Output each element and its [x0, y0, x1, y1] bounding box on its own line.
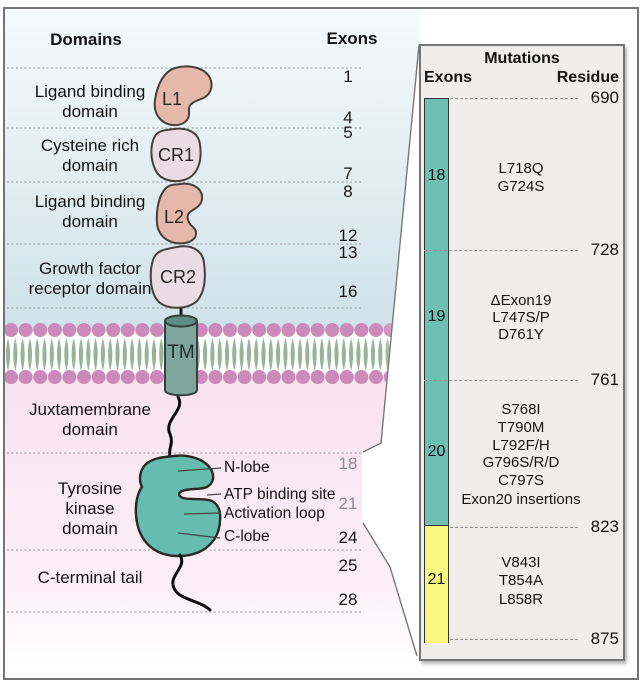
c-lobe-annotation: C-lobe — [224, 528, 270, 545]
cr1-label: CR1 — [157, 145, 194, 165]
residue-line-875 — [450, 639, 578, 640]
exon-number: 24 — [338, 528, 358, 547]
zoom-wedge-area — [362, 44, 420, 657]
exon-number: 25 — [338, 556, 358, 575]
residue-value: 875 — [590, 629, 619, 648]
residue-line-690 — [450, 98, 578, 99]
mutation-item: C797S — [498, 472, 544, 489]
l2-label: L2 — [163, 207, 185, 227]
l1-label: L1 — [161, 89, 183, 109]
label-growth-factor-receptor: Growth factor receptor domain — [28, 259, 152, 298]
zoom-wedge-lines — [362, 44, 420, 657]
exon-bar — [424, 98, 449, 643]
exon-number: 12 — [338, 226, 358, 245]
mutations-panel-title: Mutations — [484, 50, 560, 67]
mutation-item: T790M — [497, 419, 545, 436]
residue-value: 823 — [590, 517, 619, 536]
cr1-domain-shape — [150, 127, 202, 183]
exon-number: 8 — [343, 182, 353, 201]
panel-residue-column-header: Residue — [556, 69, 619, 86]
mutation-item: ΔExon19 — [490, 292, 552, 309]
lipid-bilayer — [4, 323, 427, 384]
panel-exons-column-header: Exons — [424, 69, 473, 86]
bar-exon-18: 18 — [427, 167, 446, 184]
bar-exon-20: 20 — [427, 443, 446, 460]
mutation-item: Exon20 insertions — [461, 491, 581, 508]
cr2-domain-shape — [149, 245, 206, 309]
exon-number: 7 — [343, 164, 353, 183]
extracellular-region — [5, 9, 420, 331]
label-ligand-binding-1: Ligand binding domain — [34, 82, 146, 121]
mutation-item: L792F/H — [492, 437, 550, 454]
label-tyrosine-kinase: Tyrosine kinase domain — [57, 479, 123, 538]
annotation-pointer-lines — [177, 467, 222, 539]
mutation-item: L747S/P — [492, 309, 550, 326]
tm-helix-shape — [164, 314, 198, 397]
residue-line-728 — [424, 250, 578, 251]
mutation-item: S768I — [501, 401, 541, 418]
exons-header: Exons — [326, 29, 378, 48]
activation-loop-annotation: Activation loop — [224, 505, 325, 522]
atp-binding-site-annotation: ATP binding site — [224, 486, 336, 503]
exon-number: 16 — [338, 282, 358, 301]
mutation-item: V843I — [501, 554, 541, 571]
mutation-item: G724S — [497, 178, 545, 195]
label-cysteine-rich: Cysteine rich domain — [40, 136, 140, 175]
mutation-item: T854A — [498, 572, 544, 589]
l1-domain-shape — [153, 65, 213, 127]
exon-number: 21 — [338, 494, 358, 513]
exon-number: 18 — [338, 454, 358, 473]
exon-number: 13 — [338, 243, 358, 262]
exon-number: 4 — [343, 108, 353, 127]
exon-number: 1 — [343, 67, 353, 86]
mutation-item: L858R — [498, 591, 544, 608]
exon-number: 28 — [338, 590, 358, 609]
juxtamembrane-chain — [167, 395, 182, 458]
exon-number: 5 — [343, 123, 353, 142]
c-terminal-chain — [171, 553, 212, 612]
residue-value: 728 — [590, 240, 619, 259]
label-c-terminal-tail: C-terminal tail — [37, 568, 143, 587]
l2-domain-shape — [155, 182, 204, 245]
mutation-item: D761Y — [498, 326, 544, 343]
mutation-item: G796S/R/D — [482, 454, 560, 471]
tm-label: TM — [167, 342, 195, 363]
mutation-item: L718Q — [498, 160, 544, 177]
label-juxtamembrane: Juxtamembrane domain — [29, 400, 151, 439]
residue-value: 761 — [590, 370, 619, 389]
n-lobe-annotation: N-lobe — [224, 459, 270, 476]
bar-exon-19: 19 — [427, 308, 446, 325]
bar-exon-21: 21 — [427, 571, 446, 588]
residue-value: 690 — [590, 88, 619, 107]
label-ligand-binding-2: Ligand binding domain — [34, 192, 146, 231]
mutations-panel: Mutations Exons Residue 690 728 761 823 … — [419, 44, 625, 661]
residue-line-823 — [450, 527, 578, 528]
residue-line-761 — [424, 380, 578, 381]
exon-bar-teal-segment — [425, 99, 448, 525]
cr2-label: CR2 — [159, 267, 196, 287]
domains-header: Domains — [50, 30, 122, 49]
exon-bar-yellow-segment — [425, 525, 448, 643]
